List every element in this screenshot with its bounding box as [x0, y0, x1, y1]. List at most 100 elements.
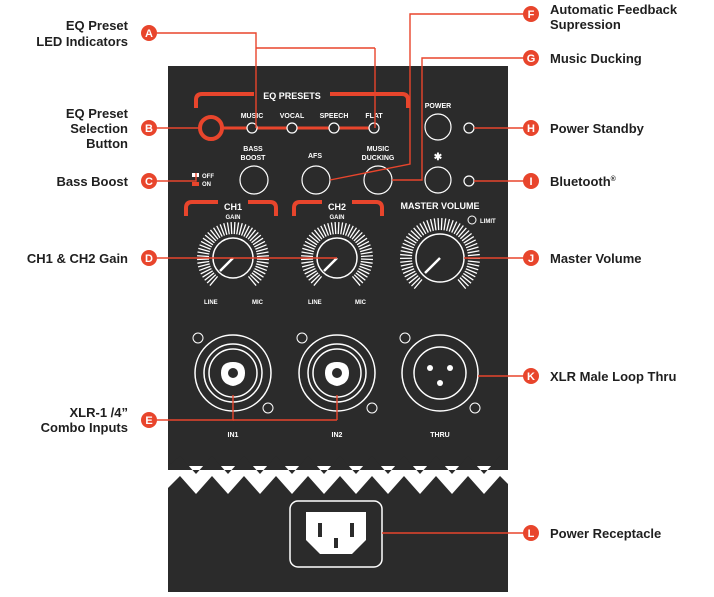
leader-lines — [157, 13, 531, 534]
callout-j-line1: Master Volume — [550, 251, 642, 266]
in1-combo-jack[interactable] — [194, 334, 272, 412]
knob-tick — [303, 244, 315, 250]
badge-l: L — [523, 525, 539, 541]
badge-c: C — [141, 173, 157, 189]
knob-tick — [356, 237, 368, 246]
in2-label: IN2 — [332, 432, 343, 439]
knob-tick — [451, 221, 458, 233]
knob-tick — [197, 255, 210, 258]
knob-tick — [461, 232, 472, 242]
mounting-screws — [192, 332, 481, 414]
knob-tick — [252, 237, 264, 246]
knob-tick — [467, 260, 480, 263]
badge-d: D — [141, 250, 157, 266]
callout-f-line1: Automatic Feedback — [550, 2, 678, 17]
knob-tick — [410, 230, 421, 240]
knob-tick — [467, 253, 480, 257]
knob-tick — [306, 237, 318, 246]
afs-button[interactable] — [301, 165, 331, 195]
knob-tick — [464, 270, 476, 278]
callout-f-line2: Supression — [550, 17, 621, 32]
power-receptacle[interactable] — [289, 500, 383, 568]
callout-l-line1: Power Receptacle — [550, 526, 661, 541]
knob-tick — [311, 231, 321, 242]
eq-presets-title: EQ PRESETS — [263, 91, 321, 101]
knob-tick — [316, 227, 325, 239]
knob-tick — [342, 223, 347, 235]
callout-i-line1: Bluetooth® — [550, 174, 617, 189]
badge-b: B — [141, 120, 157, 136]
knob-tick — [360, 260, 373, 264]
power-button[interactable] — [424, 113, 452, 141]
ch1-label: CH1 — [224, 202, 242, 212]
knob-tick — [463, 236, 475, 244]
knob-tick — [209, 229, 219, 240]
knob-tick — [200, 268, 212, 275]
knob-tick — [459, 277, 469, 287]
knob-tick — [254, 268, 266, 275]
knob-tick — [240, 224, 247, 236]
bass-boost-label-1: BASS — [243, 146, 263, 153]
knob-tick — [429, 218, 434, 231]
badge-f: F — [523, 6, 539, 22]
knob-tick — [204, 272, 215, 281]
bass-boost-off-label: OFF — [202, 174, 214, 180]
knob-tick — [360, 251, 373, 255]
afs-label: AFS — [308, 153, 322, 160]
knob-tick — [253, 240, 266, 248]
knob-tick — [466, 246, 479, 251]
knob-tick — [401, 265, 414, 271]
knob-tick — [197, 260, 210, 264]
ch2-gain-label: GAIN — [330, 215, 345, 221]
knob-tick — [212, 227, 221, 239]
knob-tick — [304, 240, 317, 248]
knob-tick — [247, 229, 257, 240]
callout-a-line1: EQ Preset — [66, 18, 129, 33]
knob-tick — [422, 221, 429, 233]
limit-led — [467, 215, 477, 225]
knob-tick — [216, 225, 223, 237]
knob-tick — [255, 244, 267, 250]
master-knob-pointer — [424, 257, 441, 274]
panel-torn-edge — [168, 456, 508, 474]
bluetooth-button[interactable] — [424, 166, 452, 194]
master-volume-label: MASTER VOLUME — [400, 201, 479, 211]
ch1-gain-label: GAIN — [226, 215, 241, 221]
leader-f — [329, 13, 531, 181]
bass-boost-button[interactable] — [239, 165, 269, 195]
badge-a: A — [141, 25, 157, 41]
svg-text:I: I — [529, 176, 532, 188]
knob-tick — [464, 239, 476, 246]
knob-tick — [197, 251, 210, 255]
ch2-knob-pointer — [323, 257, 338, 272]
ch2-bracket-left — [292, 200, 322, 216]
eq-preset-button[interactable] — [198, 115, 224, 141]
in2-combo-jack[interactable] — [298, 334, 376, 412]
leader-a — [157, 32, 257, 128]
knob-tick — [416, 225, 425, 236]
knob-tick — [302, 247, 315, 253]
knob-tick — [400, 262, 413, 267]
knob-tick — [198, 265, 211, 272]
leader-c — [157, 173, 197, 182]
knob-tick — [453, 223, 461, 235]
knob-tick — [238, 223, 243, 235]
svg-text:F: F — [528, 9, 535, 21]
knob-tick — [351, 275, 361, 286]
ch2-mic-label: MIC — [355, 300, 367, 306]
knob-tick — [411, 277, 421, 287]
knob-tick — [355, 272, 366, 281]
callout-h-line1: Power Standby — [550, 121, 645, 136]
ch1-knob-pointer — [219, 257, 234, 272]
knob-tick — [256, 260, 269, 264]
ch2-bracket-right — [352, 200, 384, 216]
knob-tick — [323, 224, 330, 236]
knob-tick — [400, 260, 413, 263]
svg-text:A: A — [145, 28, 153, 40]
ch1-bracket-left — [184, 200, 218, 216]
badge-g: G — [523, 50, 539, 66]
knob-tick — [308, 234, 319, 244]
on-indicator-icon — [192, 182, 199, 186]
thru-xlr-jack[interactable] — [401, 334, 479, 412]
